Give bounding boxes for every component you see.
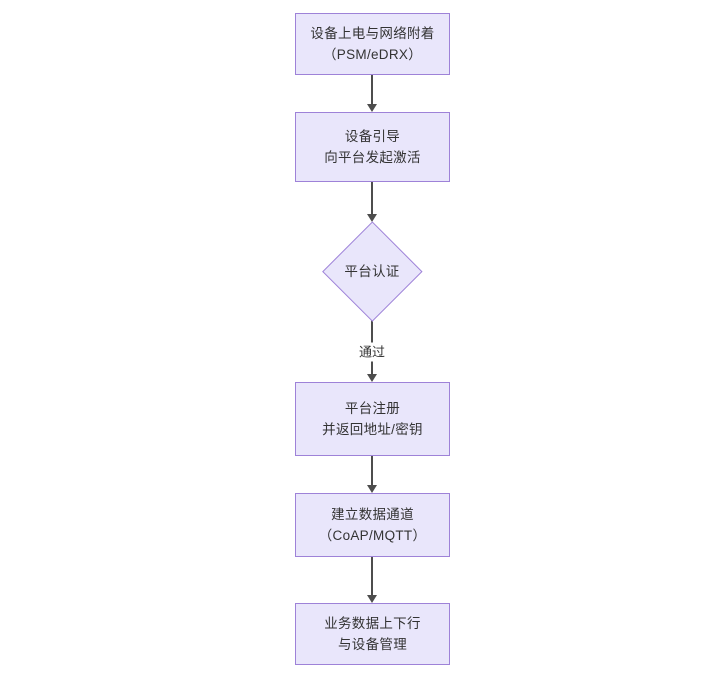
edge-arrowhead-channel-to-service (367, 595, 377, 603)
node-platform-register-line-2: 并返回地址/密钥 (322, 422, 423, 437)
node-data-channel-line-1: 建立数据通道 (331, 507, 414, 522)
node-power-on-line-1: 设备上电与网络附着 (310, 26, 435, 41)
edge-line-bootstrap-to-auth (371, 182, 373, 214)
node-service-data[interactable]: 业务数据上下行 与设备管理 (295, 603, 450, 665)
node-bootstrap[interactable]: 设备引导 向平台发起激活 (295, 112, 450, 182)
edge-line-register-to-channel (371, 456, 373, 485)
node-data-channel[interactable]: 建立数据通道 （CoAP/MQTT） (295, 493, 450, 557)
node-platform-register[interactable]: 平台注册 并返回地址/密钥 (295, 382, 450, 456)
edge-arrowhead-bootstrap-to-auth (367, 214, 377, 222)
node-platform-register-line-1: 平台注册 (344, 401, 401, 416)
edge-arrowhead-register-to-channel (367, 485, 377, 493)
node-service-data-line-1: 业务数据上下行 (324, 616, 421, 631)
node-bootstrap-line-1: 设备引导 (344, 129, 401, 144)
edge-arrowhead-auth-to-register (367, 374, 377, 382)
edge-arrowhead-power-on-to-bootstrap (367, 104, 377, 112)
node-platform-auth[interactable]: 平台认证 (322, 221, 422, 321)
node-platform-auth-label: 平台认证 (344, 263, 400, 279)
edge-line-power-on-to-bootstrap (371, 75, 373, 104)
node-bootstrap-line-2: 向平台发起激活 (324, 150, 421, 165)
node-power-on-line-2: （PSM/eDRX） (322, 47, 423, 62)
node-data-channel-line-2: （CoAP/MQTT） (318, 528, 427, 543)
node-service-data-line-2: 与设备管理 (338, 637, 407, 652)
edge-label-pass: 通过 (355, 342, 389, 362)
node-power-on[interactable]: 设备上电与网络附着 （PSM/eDRX） (295, 13, 450, 75)
edge-line-channel-to-service (371, 557, 373, 595)
